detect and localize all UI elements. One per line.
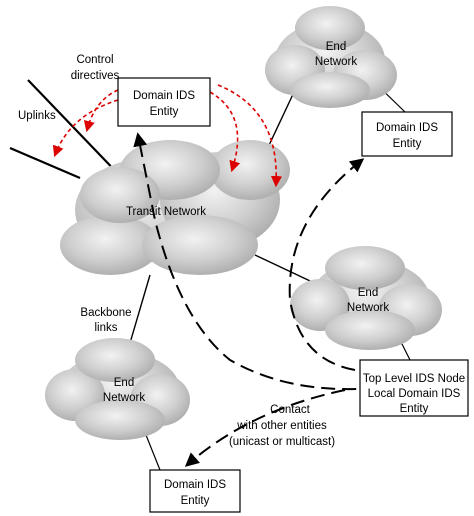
end-network-top-label-2: Network bbox=[315, 56, 357, 68]
svg-text:Entity: Entity bbox=[150, 106, 179, 118]
control-directives-label-1: Control bbox=[76, 54, 113, 66]
end-network-right-label-1: End bbox=[358, 287, 378, 299]
domain-ids-entity-right-box: Domain IDS Entity bbox=[361, 111, 453, 157]
end-network-top-cloud bbox=[265, 6, 397, 108]
domain-ids-entity-bottom-box: Domain IDS Entity bbox=[149, 469, 241, 513]
contact-path-main bbox=[133, 132, 401, 391]
domain-ids-entity-top-box: Domain IDS Entity bbox=[117, 77, 211, 127]
control-directives-label-2: directives bbox=[71, 70, 120, 82]
control-arrow-2 bbox=[52, 99, 119, 158]
control-arrow-3 bbox=[209, 91, 241, 173]
end-network-left-label-2: Network bbox=[103, 392, 145, 404]
control-arrow-4 bbox=[217, 84, 283, 188]
svg-text:Domain IDS: Domain IDS bbox=[376, 122, 438, 134]
end-network-right-label-2: Network bbox=[347, 302, 389, 314]
contact-path-up bbox=[288, 158, 365, 371]
transit-network-cloud bbox=[60, 140, 290, 275]
svg-text:Top Level IDS Node: Top Level IDS Node bbox=[363, 373, 465, 385]
end-network-top-label-1: End bbox=[326, 41, 346, 53]
backbone-links-label-1: Backbone bbox=[80, 307, 131, 319]
svg-text:Domain IDS: Domain IDS bbox=[164, 479, 226, 491]
uplinks-label: Uplinks bbox=[18, 110, 56, 122]
svg-text:Entity: Entity bbox=[393, 138, 422, 150]
end-network-left-cloud bbox=[45, 338, 190, 440]
top-level-ids-node-box: Top Level IDS Node Local Domain IDS Enti… bbox=[359, 359, 469, 417]
uplink-line-2 bbox=[9, 146, 81, 180]
backbone-links-label-2: links bbox=[94, 322, 117, 334]
svg-text:Entity: Entity bbox=[400, 403, 429, 415]
contact-label-3: (unicast or multicast) bbox=[229, 436, 335, 448]
svg-text:Entity: Entity bbox=[181, 495, 210, 507]
control-arrow-1 bbox=[83, 89, 119, 133]
end-network-left-label-1: End bbox=[114, 377, 134, 389]
contact-label-1: Contact bbox=[270, 404, 310, 416]
transit-network-label: Transit Network bbox=[126, 206, 206, 218]
contact-label-2: with other entities bbox=[236, 420, 327, 432]
svg-text:Domain IDS: Domain IDS bbox=[133, 90, 195, 102]
contact-path-down bbox=[184, 389, 346, 467]
svg-text:Local Domain IDS: Local Domain IDS bbox=[368, 388, 461, 400]
end-network-right-cloud bbox=[290, 246, 442, 350]
